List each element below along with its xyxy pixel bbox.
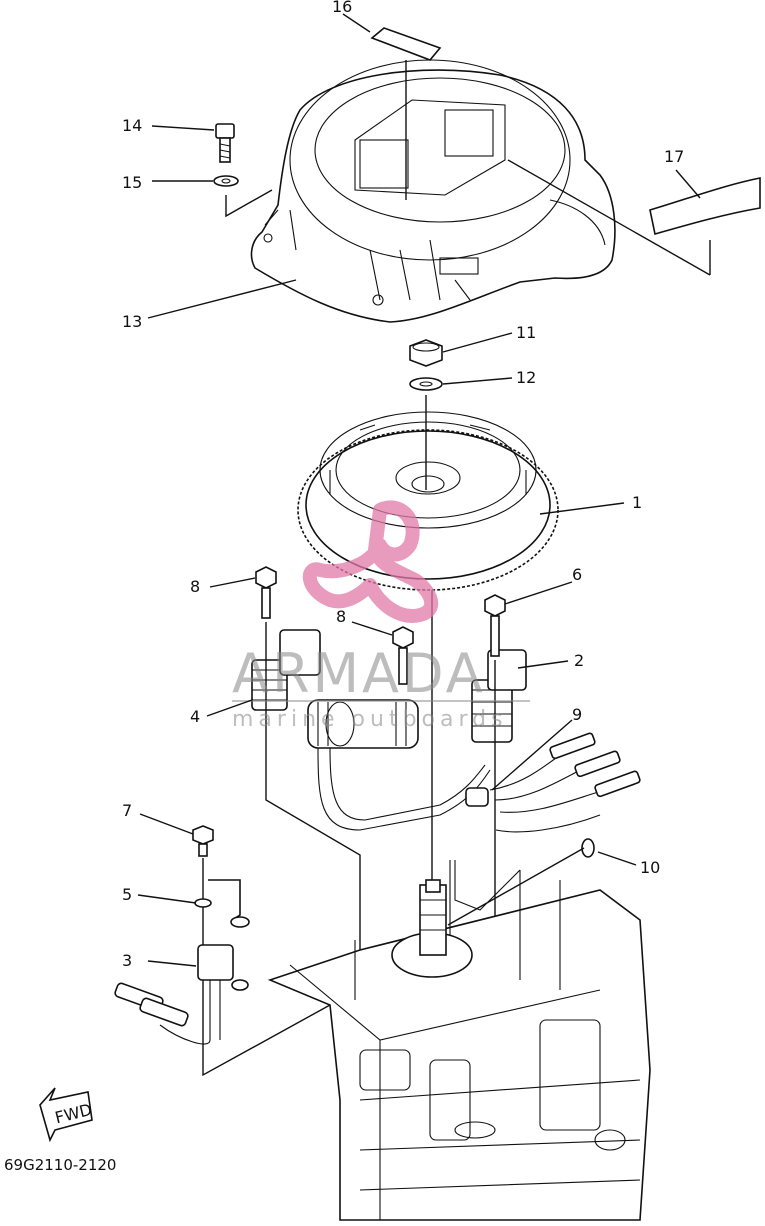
- coil-2[interactable]: [471, 649, 527, 743]
- washer-15[interactable]: [213, 175, 239, 187]
- decal-16[interactable]: [370, 27, 442, 61]
- key-10[interactable]: [581, 838, 595, 858]
- callout-8a: 8: [190, 577, 200, 596]
- callout-12: 12: [516, 368, 536, 387]
- unit-3[interactable]: [114, 944, 249, 1045]
- callout-11: 11: [516, 323, 536, 342]
- armada-watermark: ARMADA marine outboards: [232, 500, 530, 732]
- washer-12[interactable]: [409, 377, 443, 391]
- svg-text:ARMADA: ARMADA: [232, 642, 486, 705]
- callout-9: 9: [572, 705, 582, 724]
- callout-4: 4: [190, 707, 200, 726]
- callout-3: 3: [122, 951, 132, 970]
- callout-14: 14: [122, 116, 142, 135]
- clamp-9[interactable]: [465, 787, 489, 807]
- callout-16: 16: [332, 0, 352, 16]
- callout-17: 17: [664, 147, 684, 166]
- callout-10: 10: [640, 858, 660, 877]
- callout-5: 5: [122, 885, 132, 904]
- flywheel-magneto[interactable]: [297, 411, 559, 591]
- callout-13: 13: [122, 312, 142, 331]
- callout-8b: 8: [336, 607, 346, 626]
- nut-11[interactable]: [409, 339, 443, 367]
- callout-2: 2: [574, 651, 584, 670]
- decal-17[interactable]: [649, 177, 761, 236]
- callout-1: 1: [632, 493, 642, 512]
- engine-block: [267, 860, 651, 1221]
- callout-leaders: [137, 13, 701, 967]
- clip-5[interactable]: [194, 879, 250, 928]
- callout-7: 7: [122, 801, 132, 820]
- bolt-8-center[interactable]: [392, 626, 414, 685]
- bolt-7[interactable]: [192, 825, 214, 857]
- pulser-coil-4[interactable]: [251, 629, 321, 711]
- charge-coil[interactable]: [307, 699, 419, 749]
- flywheel-cover[interactable]: [250, 59, 616, 323]
- bolt-14[interactable]: [215, 123, 235, 163]
- callout-6: 6: [572, 565, 582, 584]
- bolt-6[interactable]: [484, 594, 506, 657]
- svg-text:marine outboards: marine outboards: [232, 707, 508, 732]
- diagram-code: 69G2110-2120: [4, 1156, 116, 1174]
- bolt-8-left[interactable]: [255, 566, 277, 619]
- callout-15: 15: [122, 173, 142, 192]
- callout-labels: 1 2 3 4 5 6 7 8 8 9 10 11 12 13 14 15 16…: [122, 0, 684, 970]
- wire-harness: [317, 732, 641, 833]
- fwd-arrow-icon: FWD: [39, 1087, 94, 1143]
